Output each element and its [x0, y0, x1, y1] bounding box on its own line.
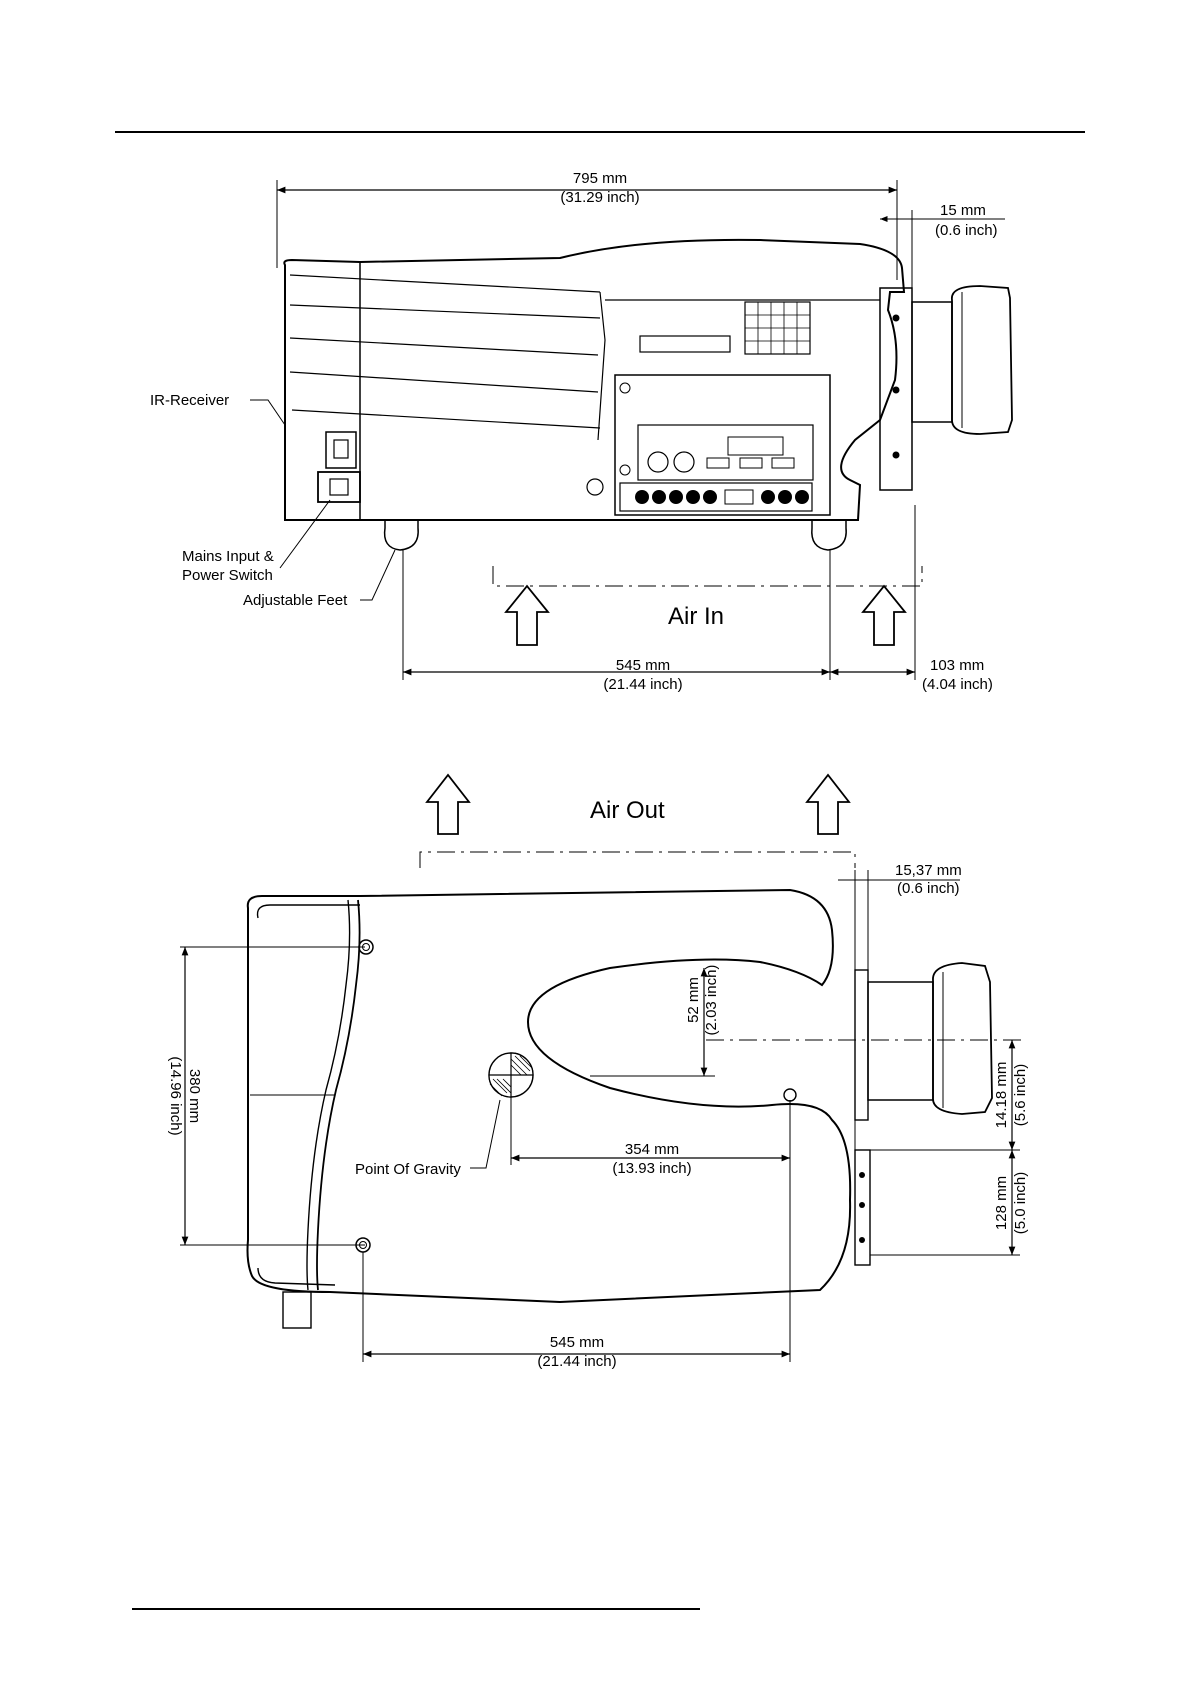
bracket-offset-mm: 128 mm: [993, 1176, 1010, 1230]
air-in-arrow-right: [863, 586, 905, 645]
feet-spacing-mm: 545 mm: [616, 657, 670, 674]
overall-length-inch: (31.29 inch): [560, 189, 639, 206]
overall-length-mm: 795 mm: [573, 170, 627, 187]
gravity-offset-y-mm: 52 mm: [685, 977, 702, 1023]
mains-input-label-line2: Power Switch: [182, 567, 273, 584]
lens-offset-mm: 15 mm: [940, 202, 986, 219]
front-foot: [812, 520, 846, 550]
projector-top-body: [248, 890, 993, 1328]
top-feet-spacing-inch: (21.44 inch): [537, 1353, 616, 1370]
point-of-gravity-label: Point Of Gravity: [355, 1161, 461, 1178]
top-view: Air Out 15,37 mm (0.6 inch): [167, 775, 1029, 1370]
top-lens-offset-mm: 15,37 mm: [895, 862, 962, 879]
top-lens-offset-inch: (0.6 inch): [897, 880, 960, 897]
top-feet-spacing-mm: 545 mm: [550, 1334, 604, 1351]
lens-axis-offset-mm: 14.18 mm: [993, 1062, 1010, 1129]
side-view: 795 mm (31.29 inch) 15 mm (0.6 inch): [150, 170, 1012, 693]
feet-spacing-inch: (21.44 inch): [603, 676, 682, 693]
lens-offset-inch: (0.6 inch): [935, 222, 998, 239]
ir-receiver-label: IR-Receiver: [150, 392, 229, 409]
rear-foot: [385, 520, 419, 550]
air-out-label: Air Out: [590, 797, 665, 824]
gravity-offset-x-mm: 354 mm: [625, 1141, 679, 1158]
gravity-offset-x-inch: (13.93 inch): [612, 1160, 691, 1177]
width-mm: 380 mm: [186, 1069, 203, 1123]
front-foot-offset-mm: 103 mm: [930, 657, 984, 674]
air-in-label: Air In: [668, 603, 724, 630]
projector-side-body: [284, 240, 1012, 550]
mains-input-label-line1: Mains Input &: [182, 548, 274, 565]
bracket-offset-inch: (5.0 inch): [1012, 1172, 1029, 1235]
lens-axis-offset-inch: (5.6 inch): [1012, 1064, 1029, 1127]
front-foot-offset-inch: (4.04 inch): [922, 676, 993, 693]
air-out-arrow-right: [807, 775, 849, 834]
adjustable-feet-label: Adjustable Feet: [243, 592, 348, 609]
gravity-offset-y-inch: (2.03 inch): [703, 965, 720, 1036]
air-out-arrow-left: [427, 775, 469, 834]
air-in-arrow-left: [506, 586, 548, 645]
width-inch: (14.96 inch): [167, 1056, 184, 1135]
